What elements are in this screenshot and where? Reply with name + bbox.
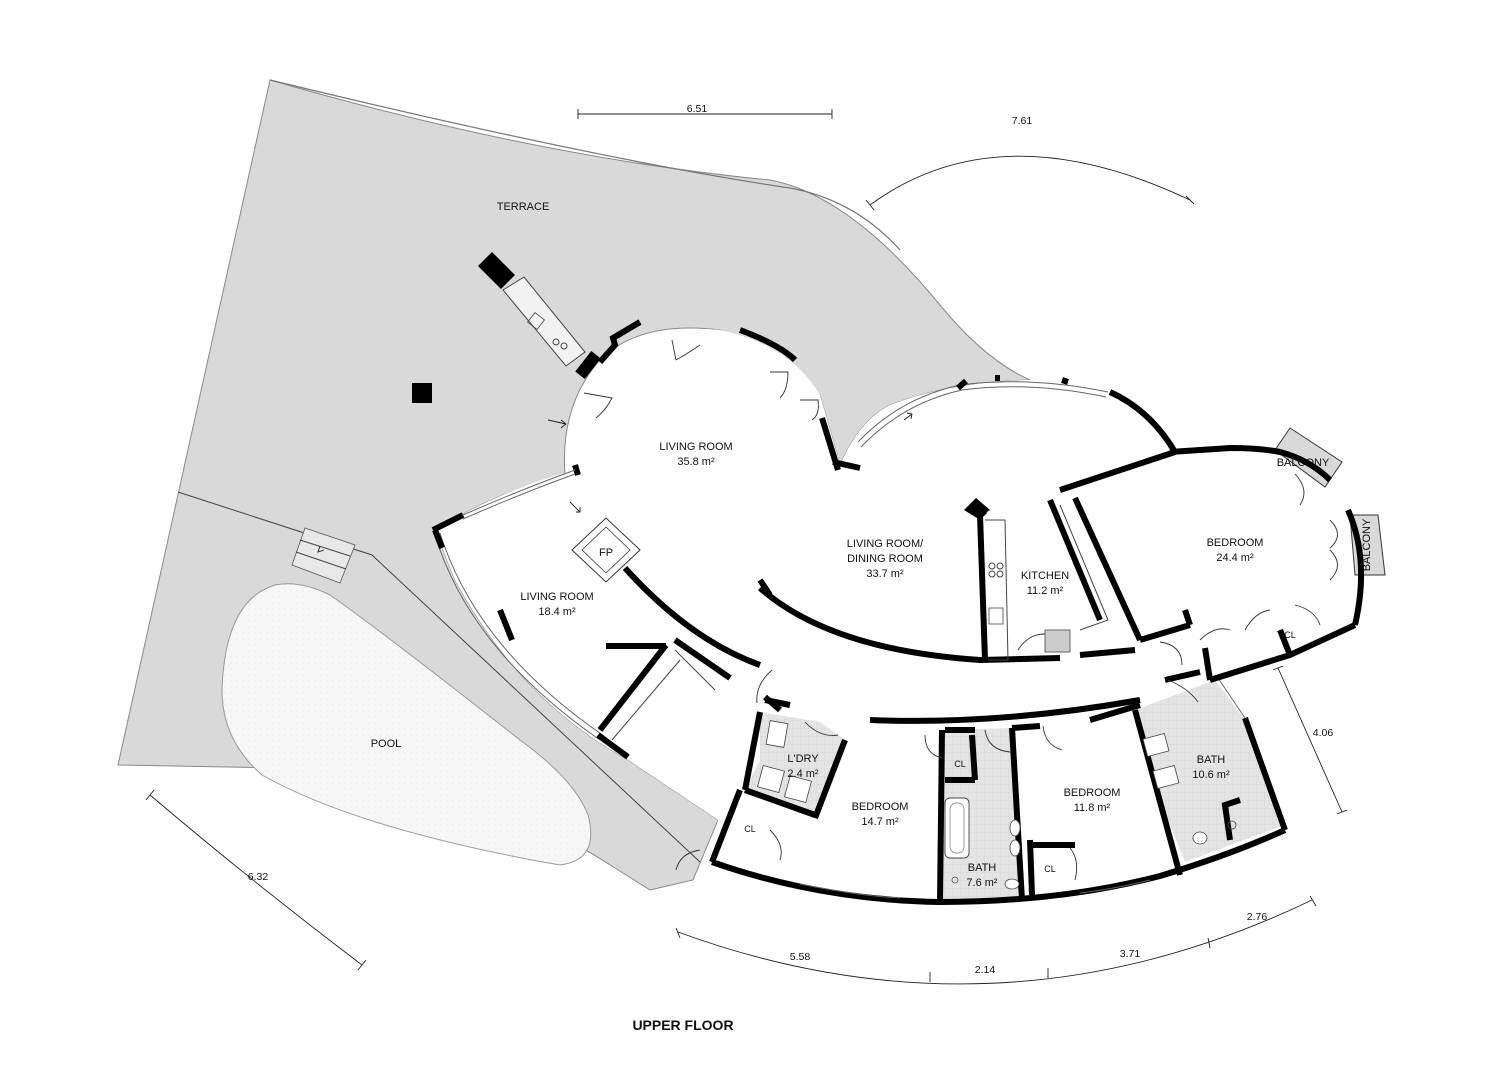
bath-1-floor: [940, 728, 1020, 902]
terrace-column: [412, 383, 432, 403]
dimension-bottom-3: 3.71: [1120, 948, 1141, 960]
label-closet-master: CL: [1284, 630, 1296, 640]
label-closet-laundry: CL: [744, 824, 756, 834]
label-living-dining-1: LIVING ROOM/: [847, 538, 924, 550]
label-closet-bath-1: CL: [954, 759, 966, 769]
plan-title: UPPER FLOOR: [632, 1017, 733, 1033]
pool: [221, 583, 592, 866]
area-kitchen: 11.2 m²: [1027, 585, 1064, 597]
label-laundry: L'DRY: [787, 753, 819, 765]
label-living-room-2: LIVING ROOM: [520, 591, 593, 603]
area-living-room-1: 35.8 m²: [677, 456, 715, 468]
label-bedroom-2: BEDROOM: [852, 801, 909, 813]
label-bath-2: BATH: [1197, 754, 1226, 766]
pool-deck-line: [177, 491, 701, 863]
fireplace: [571, 517, 641, 583]
terrace-steps: [291, 527, 356, 584]
label-bath-1: BATH: [968, 862, 997, 874]
label-master-bedroom: BEDROOM: [1207, 537, 1264, 549]
label-closet-bedroom-3: CL: [1044, 864, 1056, 874]
kitchen-chimney: [964, 498, 990, 518]
area-bath-2: 10.6 m²: [1192, 769, 1230, 781]
bath-2-floor: [1135, 680, 1285, 862]
terrace-edge: [269, 79, 901, 251]
area-master-bedroom: 24.4 m²: [1216, 552, 1254, 564]
label-fireplace: FP: [599, 547, 613, 559]
terrace-wall-block: [478, 252, 515, 289]
interior-main-floor: [435, 328, 1360, 902]
label-terrace: TERRACE: [497, 201, 550, 213]
interior: [431, 319, 1386, 906]
dimension-left-arc: 6.32: [248, 871, 269, 883]
area-bedroom-2: 14.7 m²: [861, 816, 899, 828]
label-bedroom-3: BEDROOM: [1064, 787, 1121, 799]
dimension-right: 4.06: [1313, 727, 1334, 739]
outdoor-counter: [502, 276, 601, 379]
dimension-top: 6.51: [687, 103, 708, 115]
label-pool: POOL: [371, 738, 402, 750]
area-living-room-2: 18.4 m²: [538, 606, 576, 618]
label-living-dining-2: DINING ROOM: [847, 553, 923, 565]
dimension-top-right-arc: 7.61: [1012, 115, 1033, 127]
bath-2-fixtures: [1142, 732, 1237, 845]
label-kitchen: KITCHEN: [1021, 570, 1069, 582]
laundry-fixtures: [757, 720, 812, 803]
dimension-bottom-2: 2.14: [975, 964, 996, 976]
dimension-bottom-4: 2.76: [1247, 911, 1268, 923]
dimension-bottom-1: 5.58: [790, 951, 811, 963]
label-balcony-2: BALCONY: [1361, 518, 1373, 571]
bath-1-fixtures: [944, 797, 1021, 890]
doors: [583, 339, 1338, 881]
area-living-dining: 33.7 m²: [866, 568, 904, 580]
kitchen-cooktop: [988, 562, 1004, 625]
area-bedroom-3: 11.8 m²: [1074, 802, 1111, 814]
label-balcony-1: BALCONY: [1277, 457, 1330, 469]
dimension-lines: [145, 109, 1348, 985]
label-living-room-1: LIVING ROOM: [659, 441, 732, 453]
area-laundry: 2.4 m²: [787, 768, 819, 780]
area-bath-1: 7.6 m²: [966, 877, 998, 889]
